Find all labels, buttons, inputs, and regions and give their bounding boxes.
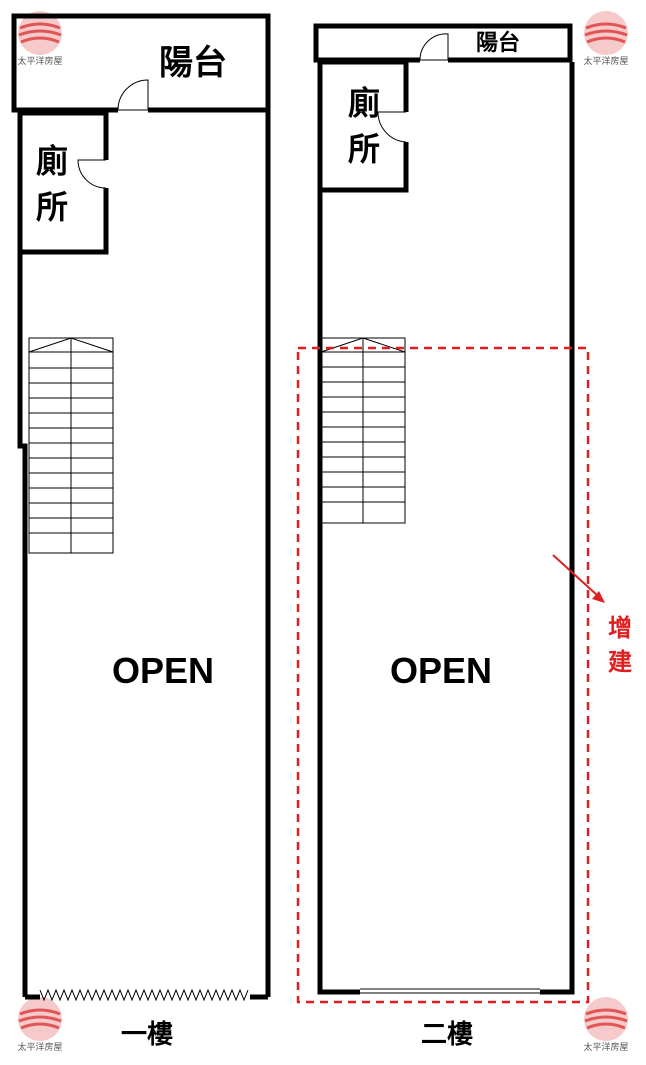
- logo-text: 太平洋房屋: [17, 1041, 62, 1053]
- logo-icon: [584, 11, 628, 55]
- toilet-label-line2: 所: [348, 130, 380, 168]
- floor-2-open-label: OPEN: [390, 650, 492, 691]
- door-swing-icon: [419, 33, 449, 61]
- floor-1-balcony: 陽台: [11, 13, 271, 113]
- floor-2-outer-wall: [317, 62, 575, 995]
- door-swing-icon: [77, 159, 107, 189]
- floor-2-toilet: 廁 所: [320, 59, 409, 193]
- toilet-label-line1: 廁: [348, 84, 380, 122]
- floor-1-toilet: 廁 所: [20, 110, 109, 255]
- logo-bottom-left: 太平洋房屋: [17, 997, 63, 1053]
- floor-2-plan: 陽台 廁 所: [296, 23, 632, 1050]
- logo-icon: [18, 11, 62, 55]
- logo-top-left: 太平洋房屋: [17, 11, 63, 67]
- addition-label-line2: 建: [608, 648, 632, 676]
- logo-bottom-right: 太平洋房屋: [583, 997, 629, 1053]
- logo-icon: [584, 997, 628, 1041]
- addition-arrow-icon: [552, 554, 605, 603]
- logo-top-right: 太平洋房屋: [583, 11, 629, 67]
- floor-1-plan: 陽台 廁 所: [11, 13, 271, 1050]
- floor-2-staircase: [320, 337, 406, 524]
- toilet-label-line1: 廁: [36, 142, 68, 180]
- logo-text: 太平洋房屋: [17, 55, 62, 67]
- logo-icon: [18, 997, 62, 1041]
- floor-1-outer-wall: [17, 112, 271, 1000]
- floor-1-open-label: OPEN: [112, 650, 214, 691]
- addition-label-line1: 增: [608, 614, 632, 642]
- addition-boundary: [296, 346, 590, 1004]
- balcony-label: 陽台: [159, 43, 227, 83]
- floor-2-name: 二樓: [421, 1019, 473, 1050]
- logo-text: 太平洋房屋: [583, 1041, 628, 1053]
- rolling-shutter-door: [39, 988, 249, 1002]
- floor-2-balcony: 陽台: [313, 23, 573, 63]
- floor-1-staircase: [28, 337, 114, 554]
- door-swing-icon: [117, 79, 149, 111]
- balcony-label: 陽台: [476, 30, 520, 56]
- toilet-label-line2: 所: [36, 188, 68, 226]
- floor-1-name: 一樓: [121, 1019, 173, 1050]
- door-swing-icon: [377, 111, 407, 143]
- logo-text: 太平洋房屋: [583, 55, 628, 67]
